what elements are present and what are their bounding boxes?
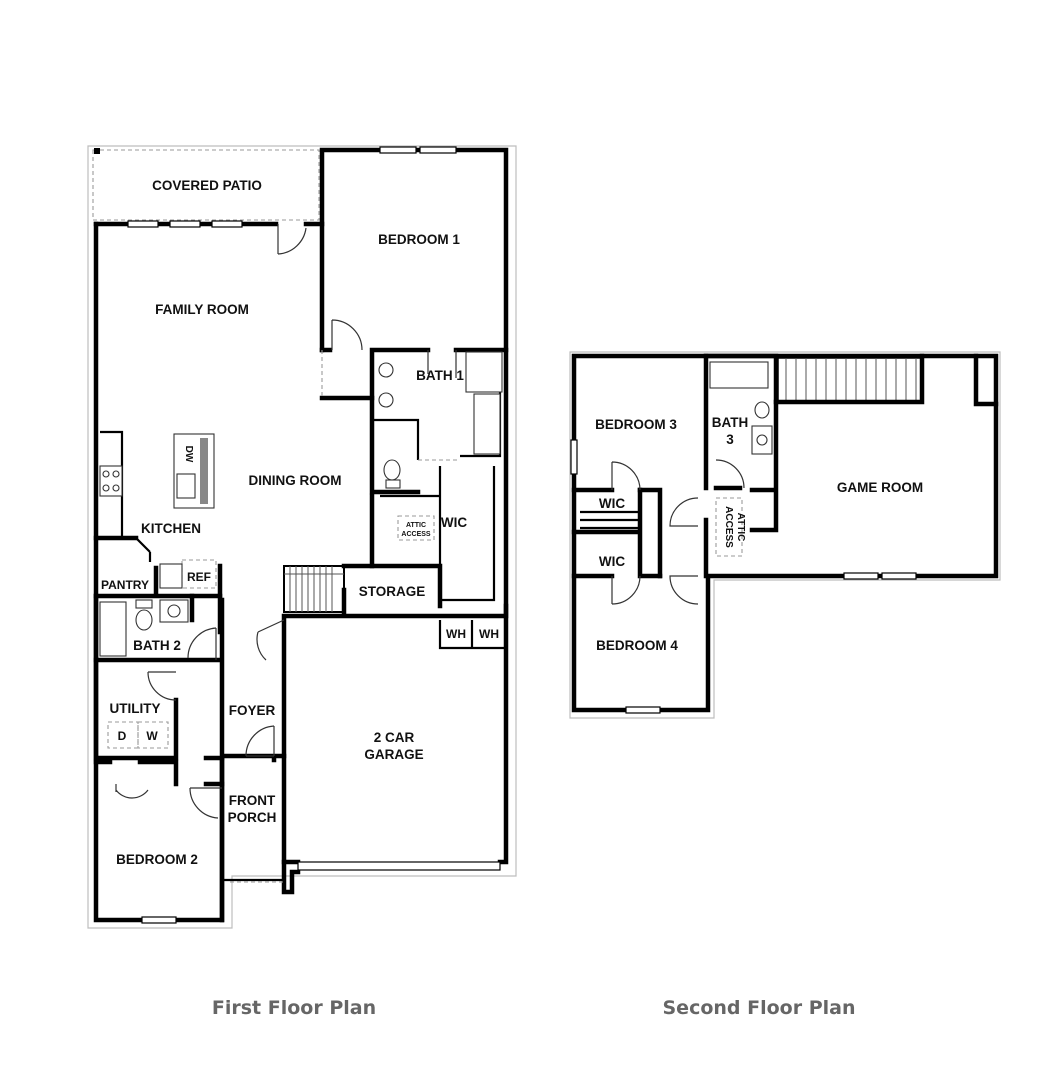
pantry-walls	[93, 535, 223, 599]
first-floor-plan: COVERED PATIO BEDROOM 1 FAMILY ROOM BATH…	[87, 145, 517, 929]
label-bath-1: BATH 1	[416, 368, 464, 383]
label-wh-1: WH	[446, 627, 466, 641]
kitchen-counter	[100, 430, 152, 562]
caption-first-floor: First Floor Plan	[212, 997, 376, 1019]
label-front-porch-line1: FRONT	[229, 793, 276, 808]
label-bath-2: BATH 2	[133, 638, 181, 653]
bath1-walls	[369, 347, 509, 495]
water-heater-walls	[438, 620, 504, 650]
second-floor-outline	[569, 351, 1001, 719]
label-attic-1f-line1: ATTIC	[406, 522, 426, 529]
first-floor-windows	[127, 146, 501, 924]
label-wh-2: WH	[479, 627, 499, 641]
bedroom3-walls	[571, 353, 709, 579]
attic-access-1f	[397, 515, 435, 541]
label-kitchen: KITCHEN	[141, 521, 201, 536]
label-covered-patio: COVERED PATIO	[152, 178, 262, 193]
label-wic: WIC	[441, 515, 467, 530]
covered-patio-outline	[92, 149, 320, 221]
label-ref: REF	[187, 570, 211, 584]
second-floor-doors	[611, 459, 745, 605]
second-floor-windows	[570, 439, 917, 714]
front-porch-walls	[222, 860, 286, 882]
label-bedroom-3: BEDROOM 3	[595, 417, 677, 432]
label-foyer: FOYER	[229, 703, 276, 718]
caption-second-floor: Second Floor Plan	[663, 997, 856, 1019]
patio-post	[94, 148, 100, 154]
label-wic-2f-1: WIC	[599, 496, 625, 511]
range	[99, 465, 123, 497]
label-attic-access-2f-line1: ATTIC	[735, 513, 746, 542]
label-garage-line1: 2 CAR	[374, 730, 415, 745]
bath3-walls	[703, 353, 779, 533]
first-floor-doors	[115, 224, 460, 819]
label-bath-3-line2: 3	[726, 432, 734, 447]
first-floor-outline	[87, 145, 517, 929]
kitchen-cabinet	[159, 563, 183, 589]
wic-walls-2f	[580, 510, 640, 530]
label-front-porch-line2: PORCH	[228, 810, 277, 825]
foyer-walls	[219, 597, 287, 923]
label-family-room: FAMILY ROOM	[155, 302, 249, 317]
kitchen-island	[173, 433, 215, 509]
label-storage: STORAGE	[359, 584, 426, 599]
game-room-notch	[973, 353, 999, 407]
label-utility: UTILITY	[110, 701, 161, 716]
label-attic-access-2f-line2: ACCESS	[723, 506, 734, 548]
utility-walls	[93, 657, 225, 761]
label-washer: W	[146, 729, 158, 743]
label-dining-room: DINING ROOM	[249, 473, 342, 488]
label-garage-line2: GARAGE	[364, 747, 423, 762]
label-attic-1f-line2: ACCESS	[401, 531, 431, 538]
label-bedroom-1: BEDROOM 1	[378, 232, 460, 247]
washer-space	[137, 721, 169, 749]
label-pantry: PANTRY	[101, 578, 149, 592]
bath1-fixtures	[378, 351, 503, 489]
label-dw: DW	[183, 446, 194, 463]
first-floor-stairs	[283, 563, 375, 615]
label-bath-3-line1: BATH	[712, 415, 749, 430]
label-dryer: D	[118, 729, 127, 743]
label-bedroom-4: BEDROOM 4	[596, 638, 678, 653]
bedroom1-south-wall	[319, 347, 375, 401]
ref-space	[181, 559, 217, 589]
label-wic-2f-2: WIC	[599, 554, 625, 569]
label-bedroom-2: BEDROOM 2	[116, 852, 198, 867]
bath2-fixtures	[99, 599, 189, 657]
bath2-walls	[93, 593, 223, 663]
wic-2f-walls	[571, 487, 663, 579]
garage-bottom-left	[281, 859, 301, 895]
bath3-fixtures	[709, 361, 773, 455]
second-floor-plan: BEDROOM 3 BATH 3 GAME ROOM WIC WIC ATTIC…	[569, 351, 1001, 719]
label-game-room: GAME ROOM	[837, 480, 923, 495]
bedroom2-walls	[93, 759, 225, 787]
hall-dash-2f	[715, 497, 743, 557]
second-floor-stairs	[773, 353, 925, 405]
